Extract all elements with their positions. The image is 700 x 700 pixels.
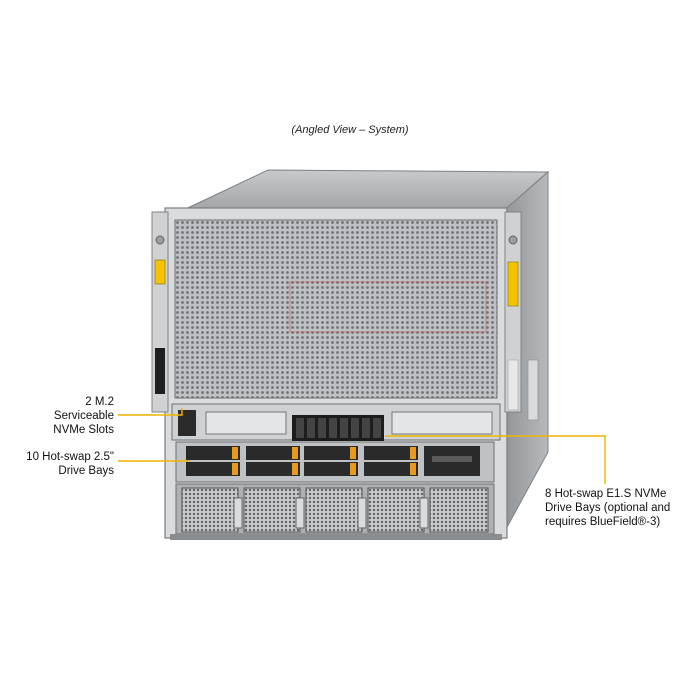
- front-grille: [174, 219, 498, 399]
- fan-modules: [175, 483, 495, 535]
- callout-e1s-line-3: requires BlueField®-3): [545, 516, 661, 528]
- callout-m2-line-3: NVMe Slots: [53, 424, 114, 436]
- callout-e1s-line-1: 8 Hot-swap E1.S NVMe: [545, 488, 667, 500]
- side-label: [527, 359, 539, 421]
- drive-bays-2-5: [175, 441, 495, 483]
- callout-line-e1s: [385, 435, 606, 484]
- callout-e1s-line-2: Drive Bays (optional and: [545, 502, 671, 514]
- view-caption: (Angled View – System): [291, 124, 409, 136]
- callout-line-m2: [118, 408, 183, 416]
- callout-drive25: 10 Hot-swap 2.5" Drive Bays: [10, 450, 114, 478]
- e1s-drive-bays: [292, 415, 384, 441]
- callout-drive25-line-2: Drive Bays: [58, 465, 114, 477]
- callout-drive25-line-1: 10 Hot-swap 2.5": [26, 451, 114, 463]
- callout-m2: 2 M.2 Serviceable NVMe Slots: [20, 395, 114, 437]
- callout-m2-line-2: Serviceable: [53, 410, 114, 422]
- callout-m2-line-1: 2 M.2: [85, 396, 114, 408]
- callout-lines: [118, 408, 606, 484]
- callout-e1s: 8 Hot-swap E1.S NVMe Drive Bays (optiona…: [545, 487, 695, 529]
